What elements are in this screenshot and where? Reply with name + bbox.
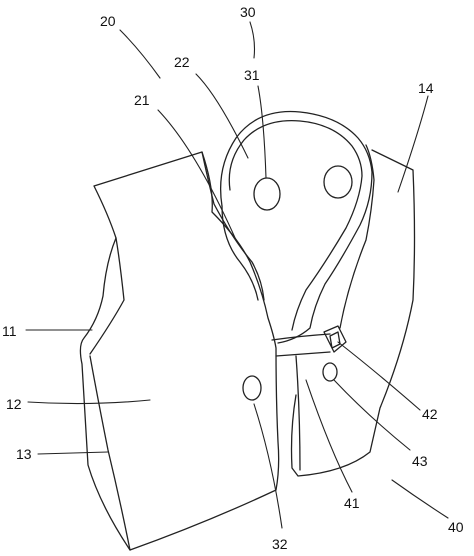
head-support-outer-outline [219, 110, 373, 344]
waist-strap-41 [271, 333, 331, 357]
valve-oval-rear [322, 362, 338, 382]
ref-label-12: 12 [6, 396, 22, 412]
ref-label-40: 40 [448, 519, 464, 535]
leader-12 [27, 399, 151, 405]
ref-label-11: 11 [2, 323, 17, 339]
strap-rear-line [295, 355, 301, 471]
rear-back-panel-outline [290, 149, 416, 477]
ref-label-20: 20 [100, 13, 116, 29]
front-body-side-seam [89, 355, 131, 551]
leader-30 [249, 21, 256, 59]
leader-32 [253, 403, 283, 529]
leader-21 [157, 109, 237, 241]
front-body-armhole-edge [89, 237, 125, 355]
valve-oval-right [323, 165, 353, 199]
ref-label-30: 30 [240, 4, 256, 20]
ref-label-22: 22 [174, 54, 190, 70]
front-flap-21-edge [201, 151, 265, 301]
leader-14 [397, 95, 429, 193]
leader-20 [119, 29, 161, 79]
head-support-inner-outline [228, 119, 363, 331]
ref-label-41: 41 [344, 495, 360, 511]
ref-label-31: 31 [244, 67, 260, 83]
leader-42 [337, 341, 421, 411]
ref-label-32: 32 [272, 536, 288, 552]
valve-32-oval [242, 375, 262, 401]
rear-panel-inner-line [339, 144, 375, 329]
front-body-outline [79, 151, 280, 551]
leader-13 [37, 451, 109, 455]
ref-label-42: 42 [422, 406, 438, 422]
leader-22 [195, 73, 249, 159]
leader-43 [333, 379, 411, 451]
leader-41 [305, 379, 353, 493]
leader-40 [391, 479, 449, 519]
leader-31 [257, 85, 267, 179]
buckle-42 [323, 325, 347, 353]
valve-31-oval [253, 177, 281, 211]
ref-label-21: 21 [134, 92, 150, 108]
ref-label-43: 43 [412, 453, 428, 469]
ref-label-13: 13 [16, 446, 32, 462]
ref-label-14: 14 [418, 80, 434, 96]
